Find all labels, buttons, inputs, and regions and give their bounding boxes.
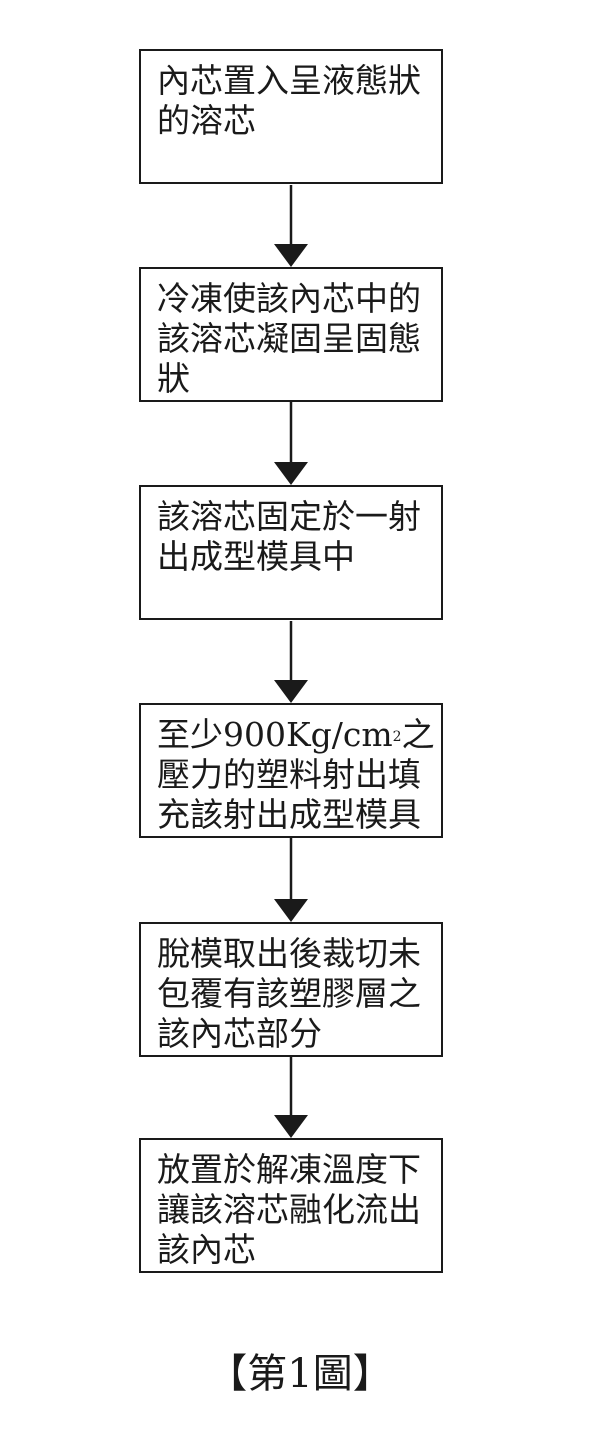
- arrowhead-icon: [274, 680, 308, 703]
- pressure-text: 至少900Kg/cm: [157, 715, 393, 754]
- flow-step-5: 脫模取出後裁切未 包覆有該塑膠層之 該內芯部分: [139, 922, 443, 1057]
- flow-step-6-text: 放置於解凍溫度下 讓該溶芯融化流出 該內芯: [157, 1150, 437, 1270]
- arrow-5-to-6: [274, 1056, 308, 1138]
- flow-step-2-text: 冷凍使該內芯中的 該溶芯凝固呈固態 狀: [157, 279, 437, 399]
- flow-step-1-text: 內芯置入呈液態狀 的溶芯: [157, 61, 437, 141]
- flow-step-3: 該溶芯固定於一射 出成型模具中: [139, 485, 443, 620]
- flow-step-4: 至少900Kg/cm2之 壓力的塑料射出填 充該射出成型模具: [139, 703, 443, 838]
- arrowhead-icon: [274, 244, 308, 267]
- flow-step-6: 放置於解凍溫度下 讓該溶芯融化流出 該內芯: [139, 1138, 443, 1273]
- arrow-2-to-3: [274, 402, 308, 485]
- flow-step-4-text: 至少900Kg/cm2之 壓力的塑料射出填 充該射出成型模具: [157, 715, 437, 835]
- arrow-4-to-5: [274, 838, 308, 922]
- arrow-3-to-4: [274, 621, 308, 703]
- flow-step-1: 內芯置入呈液態狀 的溶芯: [139, 49, 443, 184]
- flow-step-5-text: 脫模取出後裁切未 包覆有該塑膠層之 該內芯部分: [157, 934, 437, 1054]
- arrowhead-icon: [274, 899, 308, 922]
- arrow-1-to-2: [274, 185, 308, 267]
- flow-step-2: 冷凍使該內芯中的 該溶芯凝固呈固態 狀: [139, 267, 443, 402]
- arrowhead-icon: [274, 1115, 308, 1138]
- unit-exponent: 2: [393, 729, 402, 745]
- flow-step-3-text: 該溶芯固定於一射 出成型模具中: [157, 497, 437, 577]
- figure-caption: 【第1圖】: [0, 1350, 600, 1398]
- arrowhead-icon: [274, 462, 308, 485]
